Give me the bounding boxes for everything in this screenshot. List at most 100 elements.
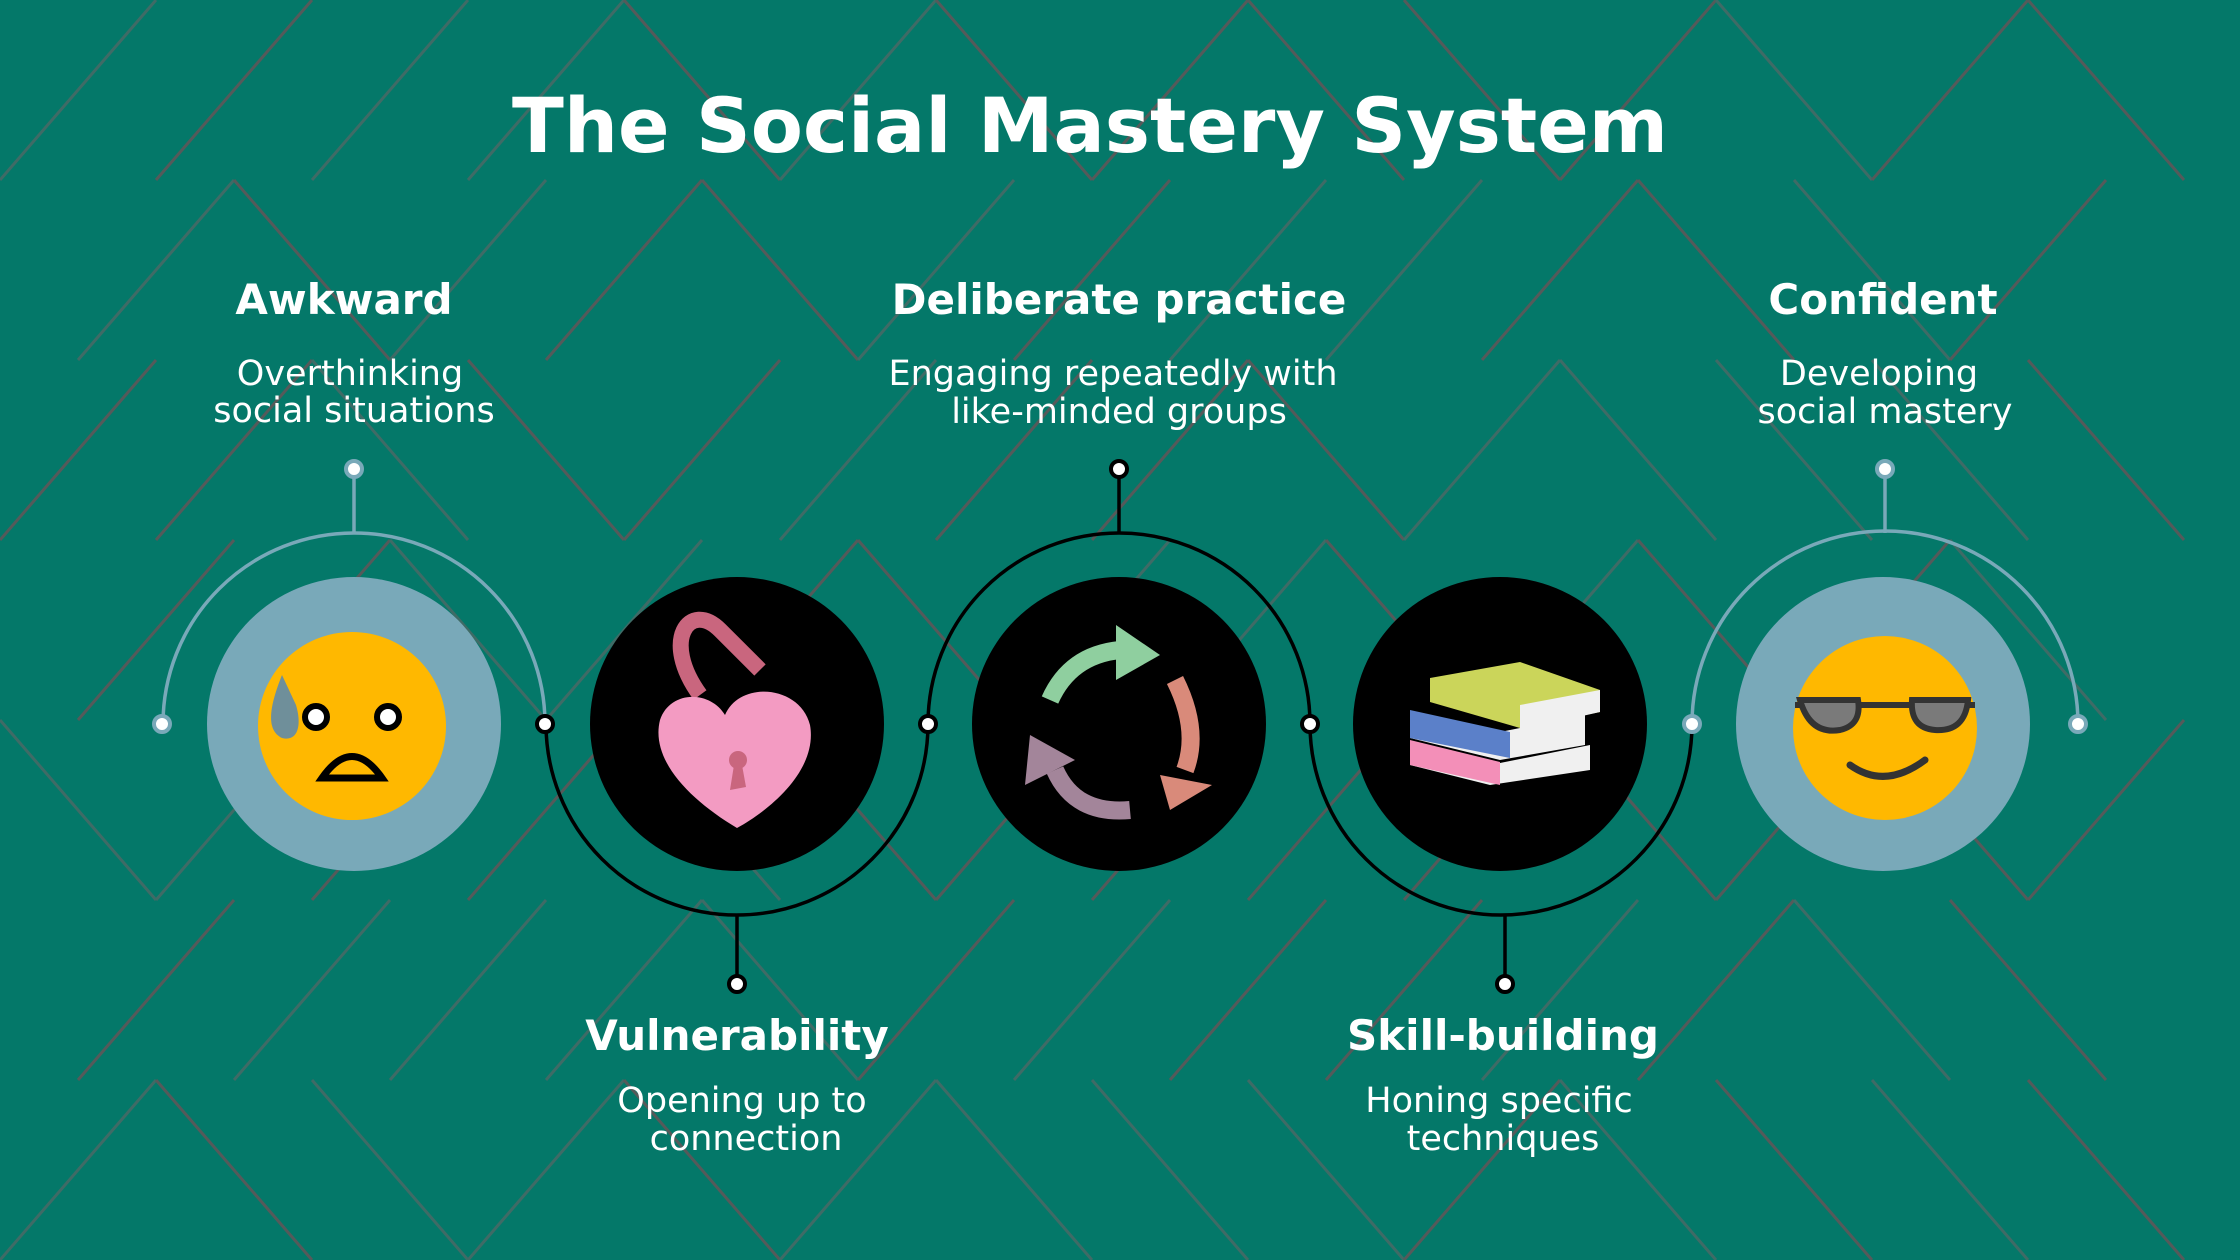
- pattern-line: [154, 0, 314, 181]
- pattern-line: [2026, 359, 2186, 541]
- pattern-line: [778, 0, 938, 181]
- pattern-line: [544, 179, 704, 361]
- pattern-line: [1324, 899, 1484, 1081]
- pattern-line: [0, 719, 158, 901]
- arc-awkward: [161, 531, 547, 725]
- pattern-line: [0, 359, 158, 541]
- stage-desc: Honing specific: [1365, 1081, 1632, 1121]
- pattern-line: [1480, 179, 1640, 361]
- anxious-face-icon: [258, 632, 446, 820]
- pattern-line: [1246, 359, 1406, 541]
- pattern-line: [0, 0, 158, 181]
- pattern-line: [388, 539, 548, 721]
- arc-practice: [926, 531, 1312, 725]
- pattern-line: [1714, 359, 1874, 541]
- stage-awkward-label: Awkward Overthinking social situations: [213, 275, 495, 431]
- pattern-line: [934, 0, 1094, 181]
- books-icon: [1410, 662, 1600, 785]
- stage-title: Confident: [1768, 275, 1997, 324]
- pattern-line: [1246, 1079, 1406, 1260]
- pattern-line: [778, 1079, 938, 1260]
- pattern-line: [1636, 179, 1796, 361]
- pattern-line: [1558, 0, 1718, 181]
- stage-desc: like-minded groups: [951, 392, 1287, 432]
- pattern-line: [1012, 179, 1172, 361]
- pattern-line: [1402, 1079, 1562, 1260]
- pattern-line: [934, 1079, 1094, 1260]
- pattern-line: [1168, 179, 1328, 361]
- stage-title: Deliberate practice: [892, 275, 1347, 324]
- stage-vulnerability-label: Vulnerability Opening up to connection: [585, 1011, 888, 1159]
- pattern-line: [154, 359, 314, 541]
- heart-padlock-icon: [658, 611, 811, 828]
- pattern-line: [1480, 899, 1640, 1081]
- stage-desc: Opening up to: [617, 1081, 866, 1121]
- pattern-line: [1714, 1079, 1874, 1260]
- pattern-line: [388, 179, 548, 361]
- pattern-line: [1636, 899, 1796, 1081]
- pattern-line: [466, 1079, 626, 1260]
- sunglasses-face-icon: [1793, 636, 1977, 820]
- stage-desc: Developing: [1780, 354, 1978, 394]
- pattern-line: [76, 899, 236, 1081]
- pattern-line: [700, 899, 860, 1081]
- pattern-line: [1558, 1079, 1718, 1260]
- stage-desc: connection: [650, 1119, 843, 1159]
- connector-arcs: [161, 469, 2080, 984]
- pattern-line: [1870, 359, 2030, 541]
- stage-desc: social situations: [213, 391, 495, 431]
- pattern-line: [1090, 1079, 1250, 1260]
- pattern-line: [310, 359, 470, 541]
- skill-circle: [1353, 577, 1647, 871]
- pattern-line: [76, 539, 236, 721]
- stage-title: Vulnerability: [585, 1011, 888, 1060]
- stage-practice-label: Deliberate practice Engaging repeatedly …: [888, 275, 1346, 432]
- pattern-line: [1558, 359, 1718, 541]
- stage-title: Skill-building: [1347, 1011, 1659, 1060]
- stage-desc: techniques: [1407, 1119, 1600, 1159]
- pattern-line: [1792, 179, 1952, 361]
- stage-desc: Engaging repeatedly with: [888, 354, 1337, 394]
- pattern-line: [1402, 0, 1562, 181]
- pattern-line: [232, 899, 392, 1081]
- pattern-line: [310, 1079, 470, 1260]
- pattern-line: [700, 179, 860, 361]
- pattern-line: [1090, 0, 1250, 181]
- cycle-arrows-icon: [1025, 625, 1212, 820]
- pattern-line: [856, 899, 1016, 1081]
- connector-dots: [152, 459, 2088, 994]
- pattern-line: [0, 1079, 158, 1260]
- pattern-line: [310, 0, 470, 181]
- stage-skill-label: Skill-building Honing specific technique…: [1347, 1011, 1659, 1159]
- arc-vulnerability: [544, 723, 930, 917]
- pattern-line: [622, 0, 782, 181]
- pattern-line: [1168, 899, 1328, 1081]
- pattern-line: [1246, 0, 1406, 181]
- pattern-line: [1870, 1079, 2030, 1260]
- pattern-line: [1792, 899, 1952, 1081]
- pattern-line: [466, 359, 626, 541]
- pattern-line: [622, 1079, 782, 1260]
- pattern-line: [856, 179, 1016, 361]
- practice-circle: [972, 577, 1266, 871]
- stage-desc: Overthinking: [237, 354, 463, 394]
- pattern-line: [388, 899, 548, 1081]
- pattern-line: [2026, 719, 2186, 901]
- pattern-line: [1324, 179, 1484, 361]
- pattern-line: [1714, 0, 1874, 181]
- pattern-line: [622, 359, 782, 541]
- page-title: The Social Mastery System: [512, 81, 1668, 170]
- background-pattern: [0, 0, 2186, 1260]
- pattern-line: [2026, 0, 2186, 181]
- pattern-line: [76, 179, 236, 361]
- stage-desc: social mastery: [1757, 392, 2012, 432]
- pattern-line: [1870, 0, 2030, 181]
- pattern-line: [1948, 899, 2108, 1081]
- arc-skill: [1308, 723, 1694, 917]
- pattern-line: [154, 1079, 314, 1260]
- stage-title: Awkward: [235, 275, 452, 324]
- pattern-line: [466, 0, 626, 181]
- pattern-line: [544, 899, 704, 1081]
- pattern-line: [2026, 1079, 2186, 1260]
